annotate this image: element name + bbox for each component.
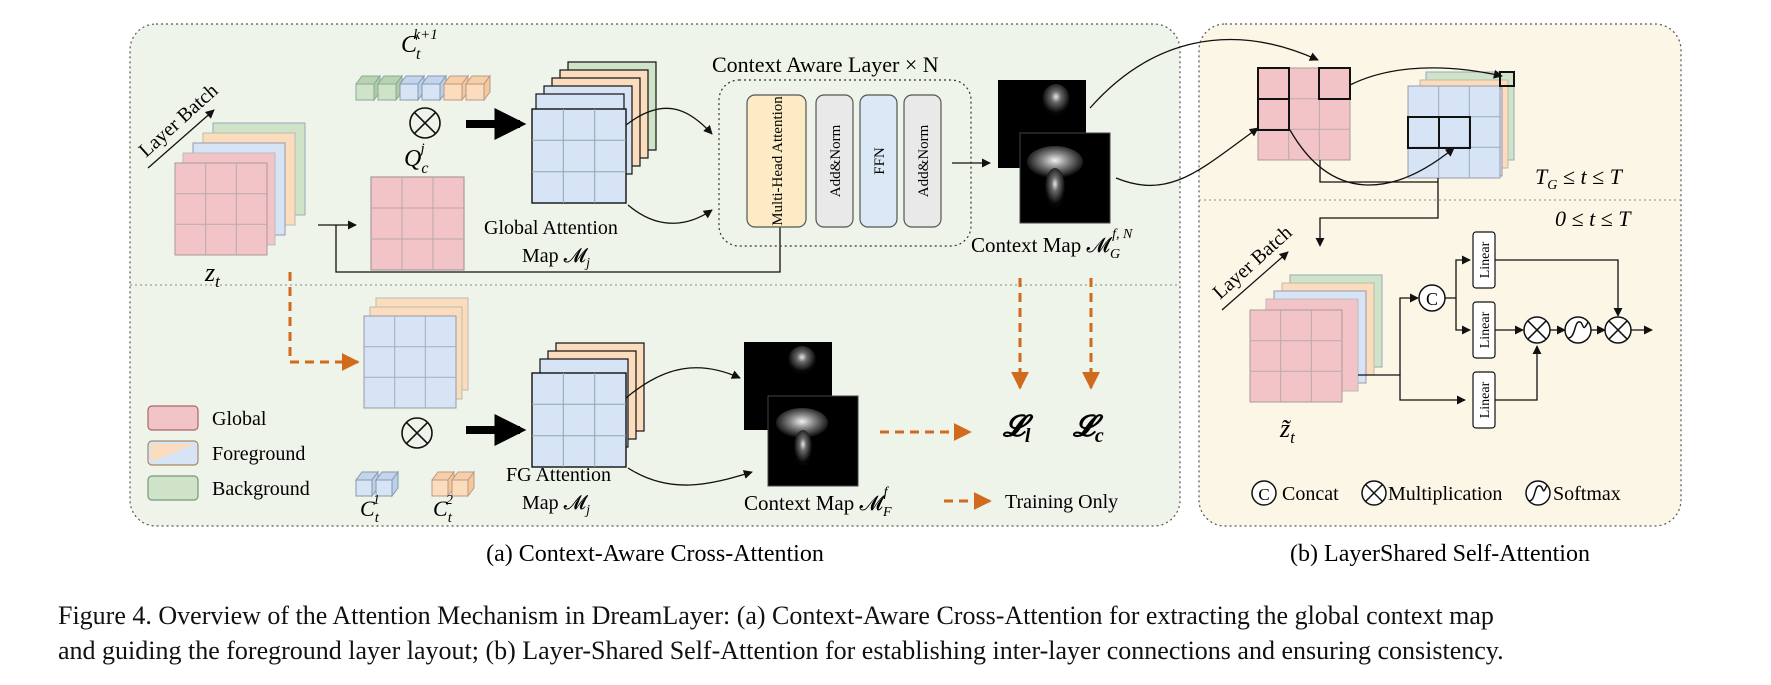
svg-text:Linear: Linear (1478, 241, 1493, 278)
linear1-to-mult2 (1495, 259, 1623, 317)
linear3-to-mult (1495, 345, 1542, 401)
svg-text:Multi-Head Attention: Multi-Head Attention (770, 96, 786, 226)
c1-label: Ct1 (360, 493, 380, 526)
orange-arrow-zt-to-fg (288, 272, 360, 371)
zt-label: zt (204, 258, 221, 291)
multiply-legend-label: Multiplication (1388, 483, 1502, 505)
concat-legend-icon: C (1251, 480, 1277, 506)
zt-tilde-label: z̃t (1279, 414, 1296, 447)
global-attention-map-label: Map 𝓜j (522, 245, 590, 271)
fg-attention-label: FG Attention (506, 464, 611, 486)
shared-curve-1 (1349, 67, 1503, 86)
legend-swatch-background (147, 475, 199, 501)
legend: Global Foreground Background (147, 405, 310, 501)
mha-block: Multi-Head Attention (746, 94, 807, 228)
legend-swatch-global (147, 405, 199, 431)
c2-label: Ct2 (433, 493, 453, 526)
flow-to-concat (1358, 293, 1419, 376)
context-map-f-images (744, 342, 859, 487)
svg-text:FFN: FFN (872, 147, 888, 175)
panel-a-caption: (a) Context-Aware Cross-Attention (486, 541, 824, 567)
concat-to-linear2 (1455, 298, 1471, 335)
fg-map-curve-top (625, 367, 741, 399)
layer-batch-arrow-b (1221, 251, 1289, 311)
fg-latent-stack (363, 297, 469, 409)
figure-caption: Figure 4. Overview of the Attention Mech… (58, 598, 1758, 668)
multiply-icon-bottom (401, 417, 433, 449)
map-to-mha-curve-bottom (627, 204, 713, 224)
zt-tilde-stack (1249, 274, 1383, 403)
global-attention-label: Global Attention (484, 217, 618, 239)
addnorm-block-1: Add&Norm (815, 94, 854, 228)
svg-text:Linear: Linear (1478, 381, 1493, 418)
linear-block-1: Linear (1472, 231, 1496, 289)
layer-batch-arrow-a (147, 109, 215, 169)
svg-text:Add&Norm: Add&Norm (916, 124, 932, 197)
ffn-block: FFN (859, 94, 898, 228)
legend-label-foreground: Foreground (212, 443, 305, 465)
zt-stack (174, 122, 306, 256)
fg-map-curve-bottom (627, 467, 753, 486)
map-to-mha-curve-top (625, 107, 713, 135)
panel-b-down-arrow-2 (1315, 178, 1439, 247)
global-attention-map-stack (531, 61, 657, 204)
shared-grid-blue-stack (1407, 71, 1515, 179)
addnorm-block-2: Add&Norm (903, 94, 942, 228)
legend-label-background: Background (212, 478, 310, 500)
zt-to-mha-line (335, 217, 785, 273)
range-bottom-label: 0 ≤ t ≤ T (1555, 206, 1632, 231)
panel-b-down-arrow (1319, 160, 1438, 183)
softmax-legend-label: Softmax (1553, 483, 1621, 505)
figure-caption-line-2: and guiding the foreground layer layout;… (58, 636, 1504, 665)
shared-curve-2 (1289, 129, 1455, 186)
context-aware-layer-label: Context Aware Layer × N (712, 52, 939, 77)
shared-grid-pink (1257, 67, 1351, 161)
multiply-icon-top (409, 107, 441, 139)
c1-tokens (355, 470, 399, 498)
panel-b-legend: C Concat Multiplication Softmax (1251, 480, 1621, 506)
fg-attention-map-stack (531, 342, 645, 468)
zt-grid (174, 162, 268, 256)
ct-k1-tokens (355, 74, 491, 102)
linear-block-3: Linear (1472, 371, 1496, 429)
concat-to-linear1 (1445, 255, 1471, 299)
multiply-legend-icon (1361, 480, 1387, 506)
qc-label: Qcj (404, 141, 428, 177)
c2-tokens (431, 470, 475, 498)
figure-caption-line-1: Figure 4. Overview of the Attention Mech… (58, 601, 1494, 630)
context-map-g-label: Context Map 𝓜Gf, N (971, 227, 1133, 262)
svg-text:C: C (1258, 485, 1269, 504)
svg-text:Add&Norm: Add&Norm (828, 124, 844, 197)
concat-icon: C (1418, 284, 1446, 312)
fg-attention-map-label: Map 𝓜j (522, 492, 590, 518)
context-to-panel-b-curve-1 (1089, 38, 1319, 109)
softmax-icon (1564, 316, 1592, 344)
concat-legend-label: Concat (1282, 483, 1339, 505)
panel-b-caption: (b) LayerShared Self-Attention (1290, 541, 1590, 567)
svg-text:Linear: Linear (1478, 311, 1493, 348)
context-map-g-images (998, 80, 1111, 224)
context-map-f-label: Context Map 𝓜Ff (744, 485, 892, 520)
training-only-label: Training Only (1005, 491, 1118, 513)
svg-text:C: C (1426, 289, 1438, 309)
ct-k1-label: Ctk+1 (401, 27, 438, 63)
softmax-legend-icon (1525, 480, 1551, 506)
multiply-icon-b2 (1604, 316, 1632, 344)
legend-label-global: Global (212, 408, 267, 430)
context-to-panel-b-curve-2 (1115, 127, 1259, 187)
qc-grid (370, 176, 465, 271)
flow-to-linear3 (1399, 375, 1430, 401)
linear-block-2: Linear (1472, 301, 1496, 359)
multiply-icon-b1 (1523, 316, 1551, 344)
